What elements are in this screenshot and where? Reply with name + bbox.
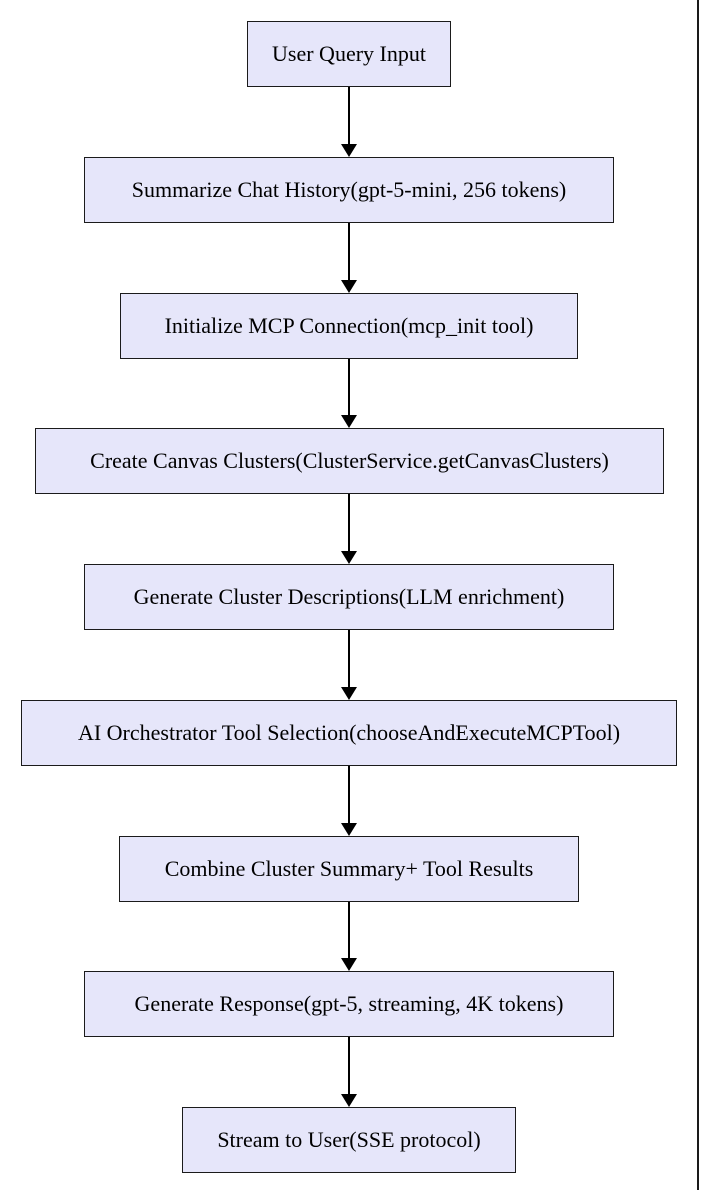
arrowhead-down-icon — [341, 823, 357, 836]
arrow-shaft — [348, 902, 350, 958]
arrow-shaft — [348, 494, 350, 551]
node-label: Summarize Chat History(gpt-5-mini, 256 t… — [131, 177, 567, 202]
arrowhead-down-icon — [341, 144, 357, 157]
node-label: Combine Cluster Summary+ Tool Results — [164, 856, 534, 881]
arrowhead-down-icon — [341, 280, 357, 293]
flow-edge-4 — [341, 494, 357, 564]
node-label: Stream to User(SSE protocol) — [217, 1127, 481, 1152]
flow-node-ai-orchestrator-tool-selection: AI Orchestrator Tool Selection(chooseAnd… — [21, 700, 677, 766]
flow-node-summarize-chat-history: Summarize Chat History(gpt-5-mini, 256 t… — [84, 157, 614, 223]
arrowhead-down-icon — [341, 958, 357, 971]
arrowhead-down-icon — [341, 551, 357, 564]
flow-edge-1 — [341, 87, 357, 157]
arrowhead-down-icon — [341, 687, 357, 700]
flow-edge-5 — [341, 630, 357, 700]
flow-edge-3 — [341, 359, 357, 428]
flow-node-initialize-mcp-connection: Initialize MCP Connection(mcp_init tool) — [120, 293, 578, 359]
node-label: Initialize MCP Connection(mcp_init tool) — [164, 313, 534, 338]
arrowhead-down-icon — [341, 1094, 357, 1107]
node-label: Create Canvas Clusters(ClusterService.ge… — [90, 448, 609, 473]
node-label: AI Orchestrator Tool Selection(chooseAnd… — [77, 720, 621, 745]
flow-node-create-canvas-clusters: Create Canvas Clusters(ClusterService.ge… — [35, 428, 664, 494]
arrow-shaft — [348, 359, 350, 415]
flow-node-generate-response: Generate Response(gpt-5, streaming, 4K t… — [84, 971, 614, 1037]
node-label: User Query Input — [272, 41, 426, 66]
arrow-shaft — [348, 1037, 350, 1094]
flow-edge-6 — [341, 766, 357, 836]
flow-node-combine-cluster-summary-tool-results: Combine Cluster Summary+ Tool Results — [119, 836, 579, 902]
flow-edge-2 — [341, 223, 357, 293]
node-label: Generate Cluster Descriptions(LLM enrich… — [133, 584, 565, 609]
flow-edge-7 — [341, 902, 357, 971]
arrowhead-down-icon — [341, 415, 357, 428]
arrow-shaft — [348, 630, 350, 687]
flow-node-generate-cluster-descriptions: Generate Cluster Descriptions(LLM enrich… — [84, 564, 614, 630]
arrow-shaft — [348, 223, 350, 280]
flow-node-user-query-input: User Query Input — [247, 21, 451, 87]
flow-node-stream-to-user: Stream to User(SSE protocol) — [182, 1107, 516, 1173]
node-label: Generate Response(gpt-5, streaming, 4K t… — [134, 991, 564, 1016]
page-border-right — [697, 0, 699, 1190]
arrow-shaft — [348, 87, 350, 144]
flow-edge-8 — [341, 1037, 357, 1107]
arrow-shaft — [348, 766, 350, 823]
